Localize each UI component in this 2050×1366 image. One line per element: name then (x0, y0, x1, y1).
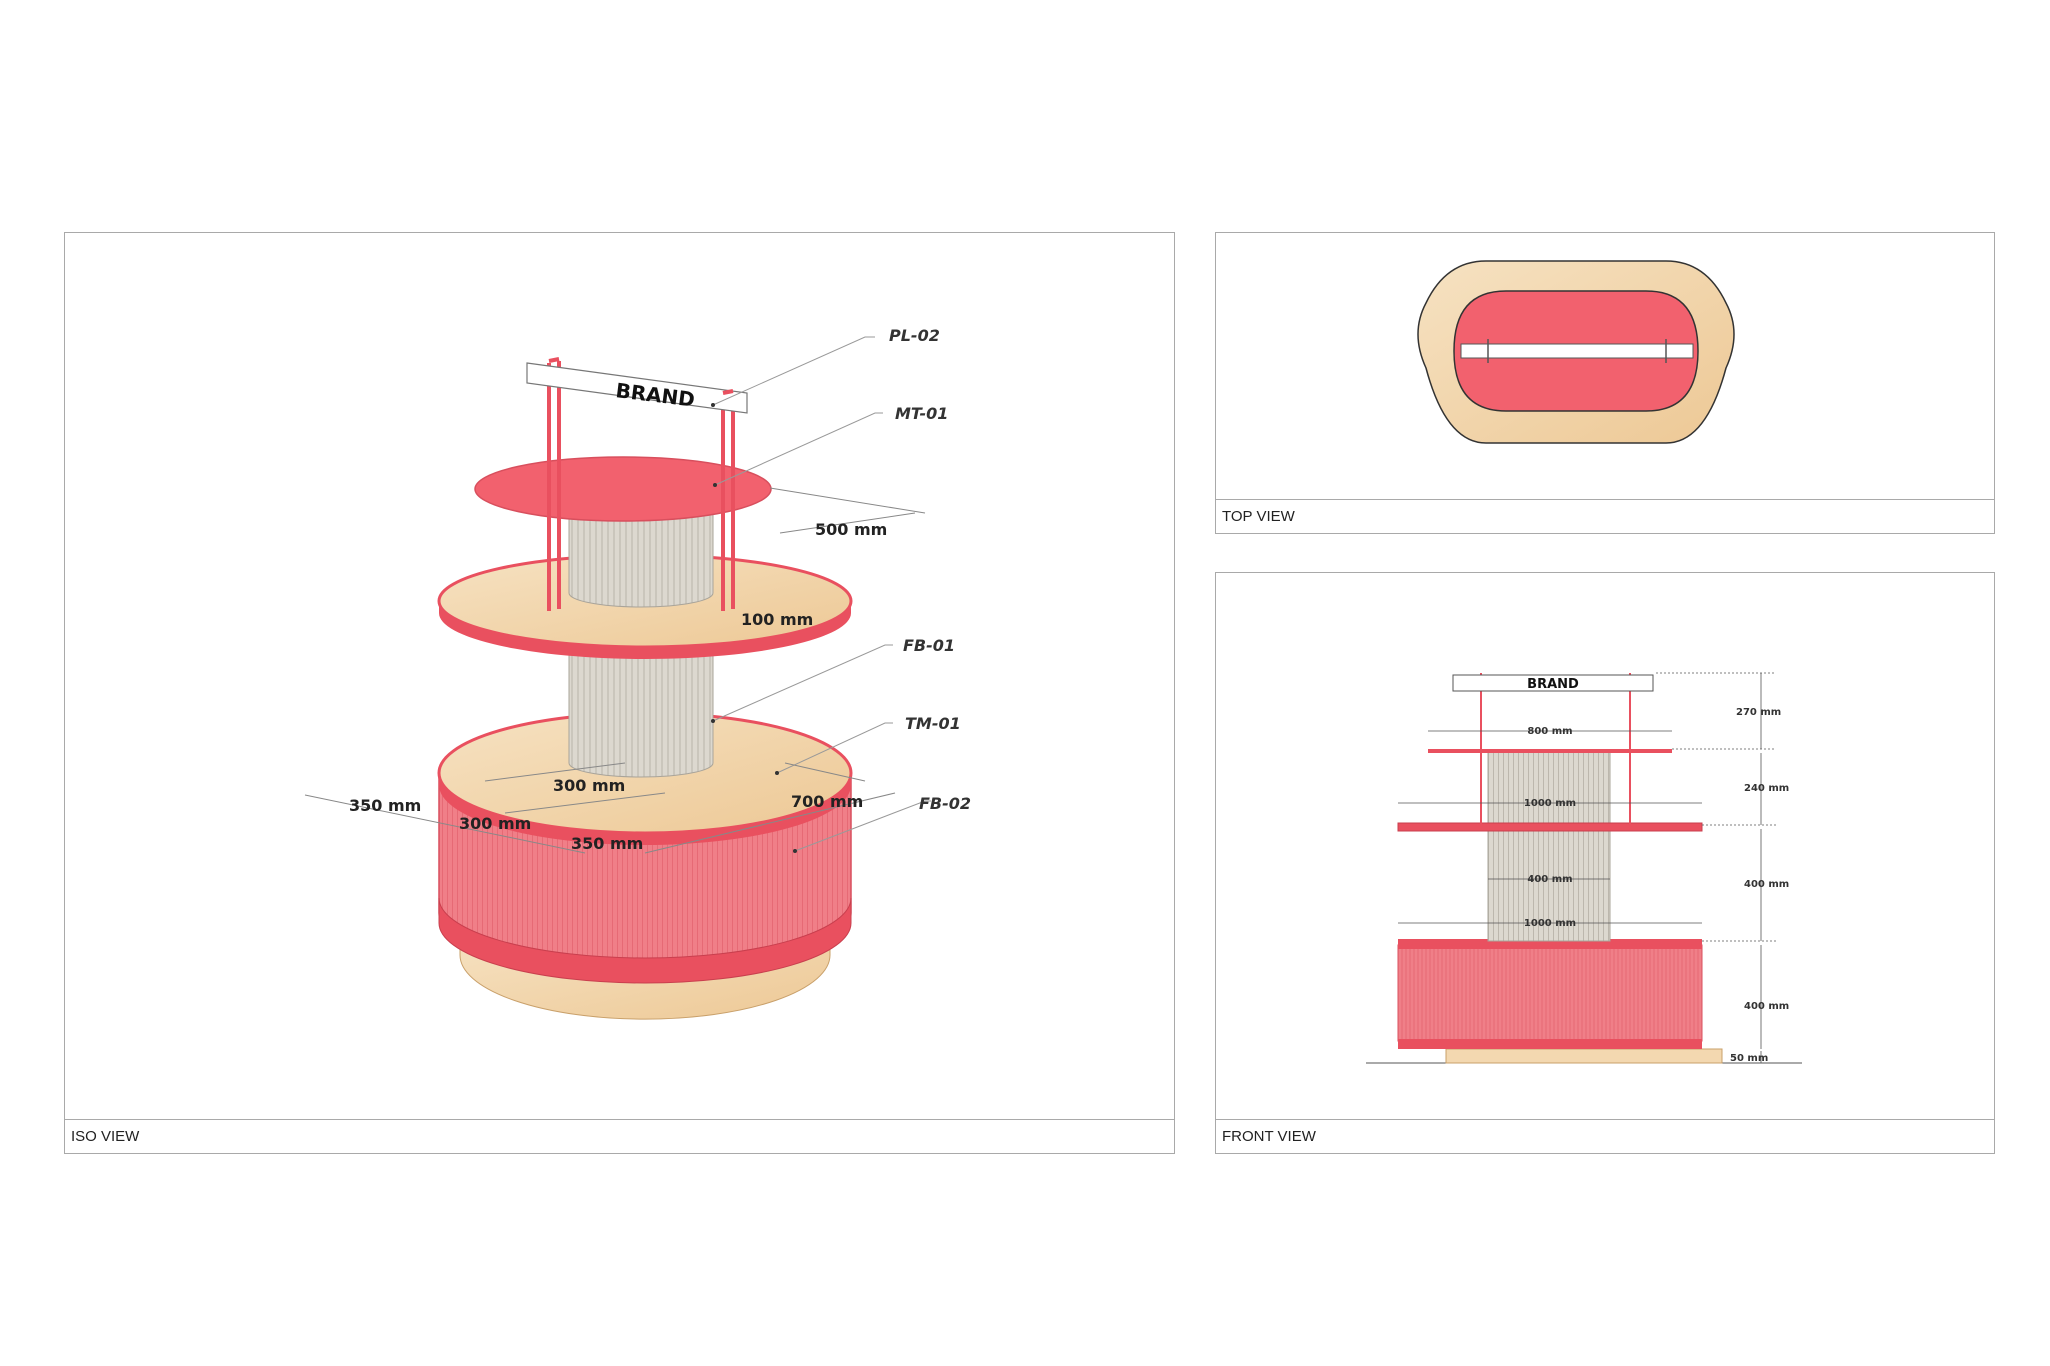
iso-view-panel: BRAND PL-0 (64, 232, 1175, 1154)
front-dim-800: 800 mm (1527, 726, 1572, 737)
iso-dim-300-bottom: 300 mm (459, 814, 531, 833)
iso-dim-700: 700 mm (791, 792, 863, 811)
front-dim-270: 270 mm (1736, 707, 1781, 718)
front-posts (1480, 673, 1631, 825)
iso-code-fb01: FB-01 (903, 636, 955, 655)
iso-leader-lines (712, 336, 931, 852)
front-view-caption: FRONT VIEW (1222, 1128, 1316, 1145)
front-column (1487, 750, 1611, 942)
front-dim-1000-lower: 1000 mm (1524, 918, 1576, 929)
iso-code-fb02: FB-02 (919, 794, 971, 813)
iso-leader-dots (711, 403, 797, 853)
front-dim-400-lower: 400 mm (1744, 1001, 1789, 1012)
front-base-plinth (1445, 1048, 1723, 1064)
iso-dim-500: 500 mm (815, 520, 887, 539)
iso-view-caption-bar: ISO VIEW (65, 1119, 1174, 1153)
top-view-panel: TOP VIEW (1215, 232, 1995, 534)
iso-brand-text: BRAND (614, 378, 696, 412)
iso-code-mt01: MT-01 (895, 404, 948, 423)
front-dim-400-upper: 400 mm (1744, 879, 1789, 890)
top-view-caption-bar: TOP VIEW (1216, 499, 1994, 533)
iso-upper-column (568, 502, 714, 608)
iso-dim-300-top: 300 mm (553, 776, 625, 795)
front-middle-shelf (1397, 822, 1703, 832)
iso-dimension-lines (304, 487, 926, 854)
top-sign-bar (1460, 339, 1694, 363)
front-dim-400: 400 mm (1527, 874, 1572, 885)
iso-posts (547, 361, 735, 611)
front-brand-text: BRAND (1527, 677, 1579, 692)
front-height-dims (1656, 672, 1776, 1063)
iso-dim-100: 100 mm (741, 610, 813, 629)
iso-dim-350-left: 350 mm (349, 796, 421, 815)
front-dim-50: 50 mm (1730, 1053, 1768, 1064)
front-view-drawing: BRAND 800 mm 1000 mm 400 mm 1000 mm 270 … (1366, 672, 1802, 1064)
iso-view-drawing: BRAND PL-0 (304, 326, 971, 1020)
top-view-caption: TOP VIEW (1222, 508, 1295, 525)
front-brand-sign: BRAND (1452, 674, 1654, 692)
front-dim-240: 240 mm (1744, 783, 1789, 794)
front-top-shelf (1428, 749, 1672, 753)
front-view-caption-bar: FRONT VIEW (1216, 1119, 1994, 1153)
front-width-dims (1398, 730, 1702, 924)
top-view-drawing (1417, 260, 1735, 444)
front-view-panel: BRAND 800 mm 1000 mm 400 mm 1000 mm 270 … (1215, 572, 1995, 1154)
iso-view-caption: ISO VIEW (71, 1128, 140, 1145)
iso-top-shelf (474, 456, 772, 522)
iso-dim-350-bottom: 350 mm (571, 834, 643, 853)
front-dim-1000-upper: 1000 mm (1524, 798, 1576, 809)
iso-code-pl02: PL-02 (889, 326, 940, 345)
iso-code-tm01: TM-01 (905, 714, 961, 733)
front-lower-body (1397, 939, 1703, 1049)
